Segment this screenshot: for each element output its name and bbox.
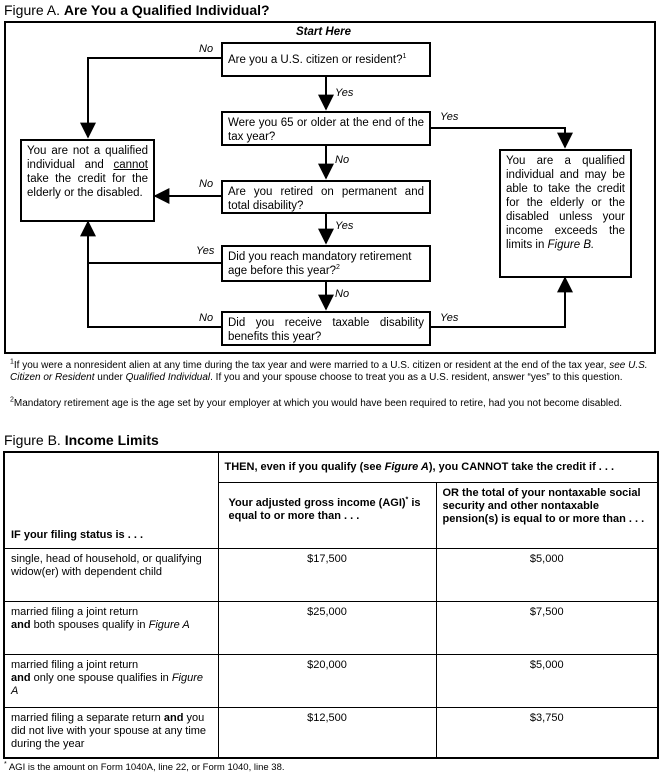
arrow-q2-yes [431,127,573,149]
footnote-1-under: under [94,372,126,383]
not-qualified-text-1: You are not a qualified individual and [27,145,148,171]
footnote-1-ref-citizen: U.S. Citizen or Resident [10,360,648,383]
footnote-1-number: 1 [10,358,14,366]
income-limits-table: IF your filing status is . . . THEN, eve… [3,451,660,759]
footnote-1-text-b: . If you and your spouse choose to treat… [210,372,623,383]
row-3-agi: $20,000 [217,653,437,708]
agi-footnote-mark: * [4,760,7,768]
row-4-agi: $12,500 [217,706,437,759]
header-then-b: ), you CANNOT take the credit if . . . [428,461,615,473]
row-4-status-and: and [163,711,184,724]
label-q5-no: No [199,312,214,324]
row-2-nontax: $7,500 [435,600,659,655]
qualified-figure-ref: Figure B. [547,239,595,251]
outcome-qualified: You are a qualified individual and may b… [499,149,632,278]
question-retired-text: Are you retired on permanent and total d… [228,186,424,212]
header-agi-tail: is equal to or more than . . . [228,496,421,522]
figure-b-prefix: Figure B. [4,432,61,448]
label-q3-no: No [199,178,214,190]
question-disability-benefits: Did you receive taxable disability benef… [221,311,431,346]
row-2-status-ref: Figure A [148,618,190,631]
question-mandatory-text: Did you reach mandatory retirement age b… [228,251,412,277]
row-2-agi: $25,000 [217,600,437,655]
label-q2-yes: Yes [440,111,459,123]
row-4-status: married filing a separate return and you… [3,706,219,759]
header-then-a: THEN, even if you qualify (see [224,461,385,473]
row-3-status-b: only one spouse qualifies in [30,671,172,684]
header-filing-status: IF your filing status is . . . [3,451,219,549]
label-q4-no: No [335,288,350,300]
footnote-1-see: see [609,360,629,371]
label-q4-yes: Yes [196,245,215,257]
question-citizen: Are you a U.S. citizen or resident?1 [221,42,431,77]
label-q3-yes: Yes [335,220,354,232]
footnote-1-text-a: If you were a nonresident alien at any t… [13,360,610,371]
table-row: single, head of household, or qualifying… [3,547,659,602]
table-header-row-bottom: Your adjusted gross income (AGI)* is equ… [4,481,659,549]
question-retired: Are you retired on permanent and total d… [221,180,431,214]
header-nontaxable: OR the total of your nontaxable social s… [435,481,659,549]
figure-a-prefix: Figure A. [4,2,61,18]
label-q1-no: No [199,43,214,55]
figure-b-heading: Income Limits [64,432,159,448]
header-agi-mark: * [405,495,409,503]
row-1-agi: $17,500 [217,547,437,602]
question-citizen-text: Are you a U.S. citizen or resident? [228,54,403,66]
question-age: Were you 65 or older at the end of the t… [221,111,431,146]
qualified-text: You are a qualified individual and may b… [506,155,625,251]
row-1-status-text: single, head of household, or qualifying… [11,552,202,578]
question-age-text: Were you 65 or older at the end of the t… [228,117,424,143]
footnote-2: 2Mandatory retirement age is the age set… [10,396,652,410]
row-1-status: single, head of household, or qualifying… [3,547,219,602]
header-filing-status-text: IF your filing status is . . . [11,528,144,541]
footnote-1: 1If you were a nonresident alien at any … [10,358,652,384]
figure-a-title: Figure A. Are You a Qualified Individual… [4,2,270,18]
footnote-1-ref-qualified: Qualified Individual [125,372,211,383]
row-3-status-ref: Figure A [11,671,204,697]
row-4-nontax: $3,750 [435,706,659,759]
table-row: married filing a separate return and you… [3,706,659,759]
row-3-nontax: $5,000 [435,653,659,708]
label-q2-no: No [335,154,350,166]
arrow-q1-no [80,57,221,139]
arrow-q5-no [80,220,221,328]
figure-a-heading: Are You a Qualified Individual? [63,2,270,18]
row-4-status-a: married filing a separate return [11,711,164,724]
header-then-ref: Figure A [384,461,429,473]
row-2-status-a: married filing a joint return [11,605,139,618]
footnote-ref-1: 1 [402,53,407,61]
not-qualified-cannot: cannot [113,159,148,171]
flowchart-frame [4,21,656,354]
arrow-q5-yes [431,276,573,328]
header-then: THEN, even if you qualify (see Figure A)… [217,451,659,483]
question-mandatory-retirement: Did you reach mandatory retirement age b… [221,245,431,282]
row-2-status-and: and [11,618,31,631]
outcome-not-qualified: You are not a qualified individual and c… [20,139,155,222]
row-3-status-and: and [11,671,31,684]
figure-b-title: Figure B. Income Limits [4,432,159,448]
header-agi: Your adjusted gross income (AGI)* is equ… [217,481,437,549]
row-1-nontax: $5,000 [435,547,659,602]
footnote-2-number: 2 [10,396,14,404]
header-agi-text: Your adjusted gross income (AGI) [228,496,406,509]
not-qualified-text-2: take the credit for the elderly or the d… [27,173,148,199]
agi-footnote-text: AGI is the amount on Form 1040A, line 22… [6,762,285,773]
agi-footnote: * AGI is the amount on Form 1040A, line … [4,760,285,773]
row-3-status-a: married filing a joint return [11,658,139,671]
label-q1-yes: Yes [335,87,354,99]
start-here-label: Start Here [296,26,351,38]
footnote-ref-2: 2 [336,264,340,272]
row-4-status-b: you did not live with your spouse at any… [11,711,207,750]
row-2-status-b: both spouses qualify in [30,618,149,631]
header-nontaxable-text: OR the total of your nontaxable social s… [442,486,645,525]
label-q5-yes: Yes [440,312,459,324]
footnote-2-text: Mandatory retirement age is the age set … [13,398,623,409]
question-disability-text: Did you receive taxable disability benef… [228,317,424,343]
table-header-row-top: IF your filing status is . . . THEN, eve… [3,451,659,549]
